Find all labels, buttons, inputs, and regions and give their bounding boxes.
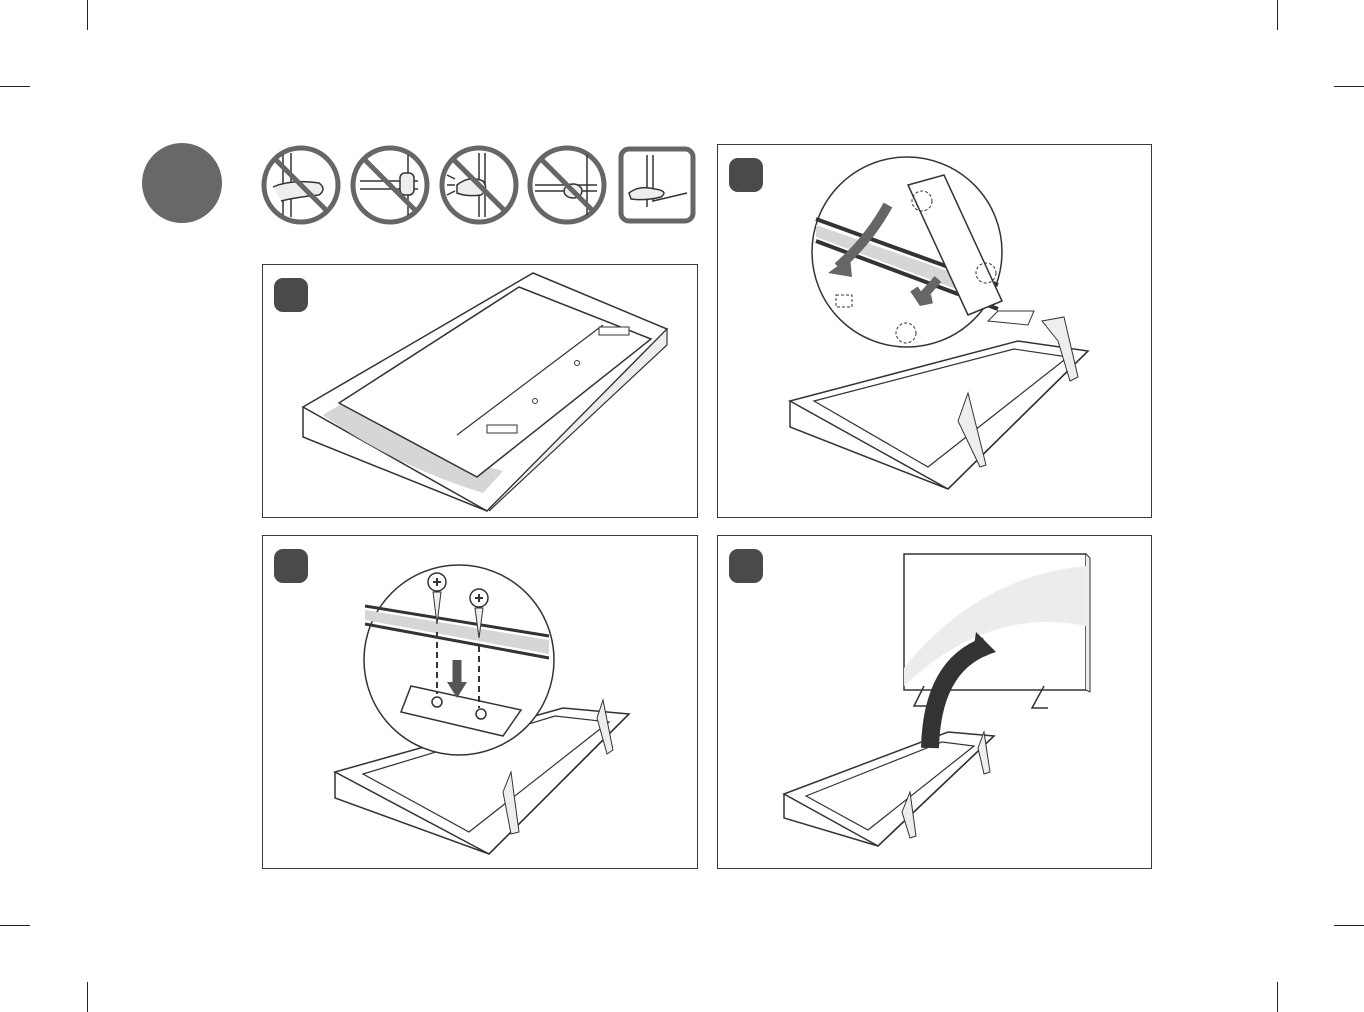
crop-mark (0, 925, 30, 926)
no-lift-by-bezel-icon (350, 145, 430, 225)
no-press-screen-icon (439, 145, 519, 225)
crop-mark (1334, 86, 1364, 87)
attach-stand-illustration (718, 145, 1153, 519)
step-2-badge (729, 158, 763, 192)
no-hold-bottom-bezel-icon (527, 145, 607, 225)
crop-mark (87, 982, 88, 1012)
fasten-screws-illustration (263, 536, 699, 870)
step-4-badge (729, 549, 763, 583)
crop-mark (1277, 982, 1278, 1012)
crop-mark (1277, 0, 1278, 30)
crop-mark (87, 0, 88, 30)
step-1-badge (274, 278, 308, 312)
step-3-panel (262, 535, 698, 869)
step-3-badge (274, 549, 308, 583)
step-2-panel (717, 144, 1152, 518)
no-grip-screen-edge-icon (261, 145, 341, 225)
hold-by-back-frame-icon (617, 145, 697, 225)
section-number-badge (142, 143, 222, 223)
crop-mark (1334, 925, 1364, 926)
tv-face-down-illustration (263, 265, 699, 519)
crop-mark (0, 86, 30, 87)
stand-tv-upright-illustration (718, 536, 1153, 870)
step-1-panel (262, 264, 698, 518)
step-4-panel (717, 535, 1152, 869)
